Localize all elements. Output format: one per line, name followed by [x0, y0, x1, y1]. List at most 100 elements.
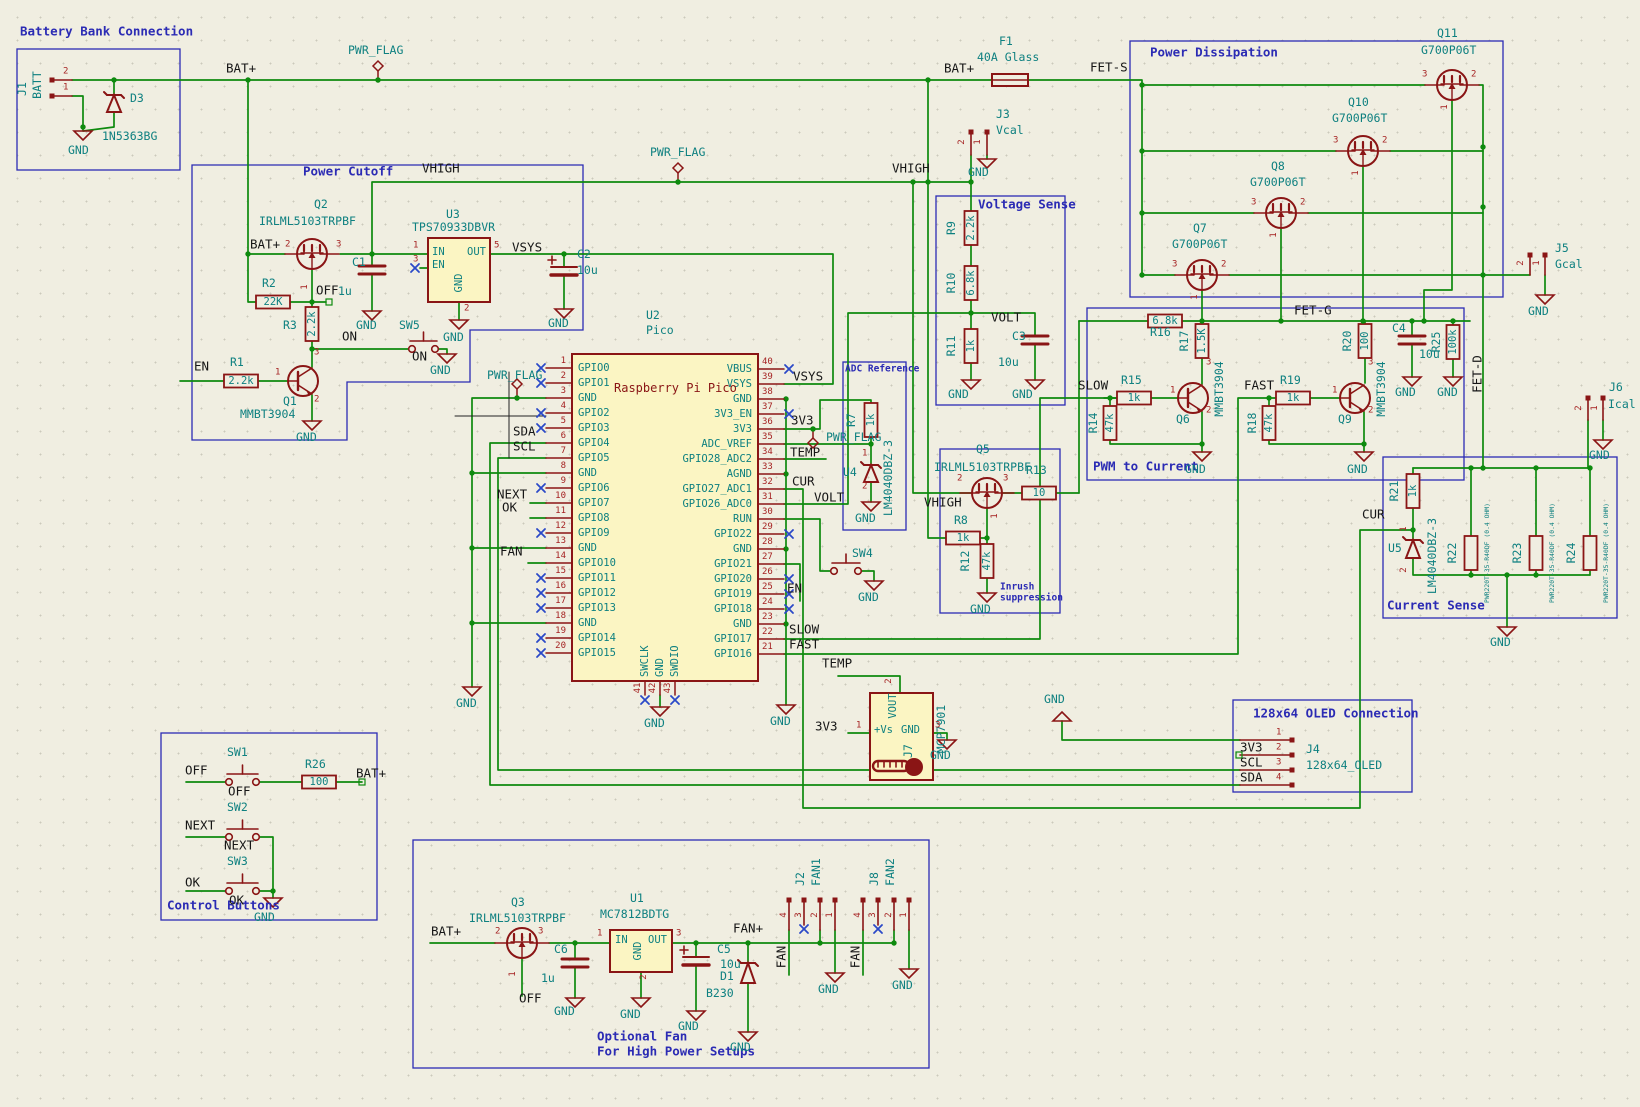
text-c4: C4 [1392, 321, 1406, 335]
text-gnd: GND [1012, 387, 1033, 401]
text-fan2: FAN2 [883, 858, 897, 886]
pico-text-gpio6: GPIO6 [578, 482, 610, 494]
text-gnd: GND [948, 387, 969, 401]
junction-dot [309, 346, 315, 352]
text-gnd: GND [644, 716, 665, 730]
gnd-symbol [824, 972, 846, 984]
text-2-2k: 2.2k [228, 375, 254, 387]
text-mcp7901: MCP7901 [934, 705, 948, 754]
net-label-next: NEXT [224, 838, 255, 853]
text-pwr-flag: PWR_FLAG [826, 430, 881, 444]
text-gnd: GND [1395, 385, 1416, 399]
resistor-R9 [963, 210, 979, 246]
text-q2: Q2 [314, 197, 328, 211]
pico-text-gpio4: GPIO4 [578, 437, 610, 449]
text-r7: R7 [844, 413, 858, 427]
text-gnd: GND [632, 942, 644, 961]
text-2: 2 [314, 395, 319, 405]
junction-dot [572, 940, 578, 946]
text-r21: R21 [1387, 481, 1401, 502]
pico-text-19: 19 [555, 626, 566, 636]
text-2: 2 [1574, 405, 1584, 410]
pico-pins: 1GPIO02GPIO13GND4GPIO25GPIO36GPIO47GPIO5… [536, 308, 794, 696]
text-1: 1 [300, 284, 310, 289]
text-j3: J3 [996, 107, 1010, 121]
text-10u: 10u [998, 355, 1019, 369]
net-label-off: OFF [316, 283, 339, 298]
no-connect-x [670, 695, 680, 705]
connector-pin [906, 897, 912, 931]
net-label-scl: SCL [1240, 755, 1263, 770]
junction-dot [1480, 465, 1486, 471]
text-pwr220t-35-r40df-0-4-ohm-: PWR220T-35-R40DF (0.4 OHM) [1602, 503, 1610, 603]
gnd-symbol [1534, 294, 1556, 306]
text-2: 2 [1221, 260, 1226, 270]
pico-text-8: 8 [561, 461, 566, 471]
net-label-on: ON [412, 349, 427, 364]
text-4: 4 [853, 912, 863, 917]
text-gnd: GND [456, 696, 477, 710]
pico-text-vsys: VSYS [727, 378, 752, 390]
pico-text-gpio21: GPIO21 [714, 558, 752, 570]
pico-text-38: 38 [762, 387, 773, 397]
junction-dot [868, 441, 874, 447]
text-gnd: GND [892, 978, 913, 992]
text-q3: Q3 [511, 895, 525, 909]
text-sw1: SW1 [227, 745, 248, 759]
gnd-symbol [1496, 626, 1518, 638]
junction-dot [1139, 82, 1145, 88]
text-r10: R10 [944, 273, 958, 294]
junction-dot [783, 546, 789, 552]
junction-dot [245, 77, 251, 83]
text-22k: 22K [264, 296, 284, 308]
inrush-box [939, 448, 1061, 614]
pico-text-41: 41 [633, 683, 643, 694]
push-switch-SW5 [407, 331, 440, 354]
resistor-R2 [255, 294, 291, 310]
text-1: 1 [1170, 386, 1175, 396]
pico-text-gpio11: GPIO11 [578, 572, 616, 584]
net-label-fet-g: FET-G [1294, 303, 1332, 318]
junction-dot [783, 396, 789, 402]
text-u1: U1 [630, 891, 644, 905]
text-2: 2 [1206, 406, 1211, 416]
gnd-symbol [1353, 451, 1375, 463]
gnd-symbol [1592, 439, 1614, 451]
zener-diode-D1 [737, 959, 759, 984]
net-label-ok: OK [185, 875, 201, 890]
junction-dot [783, 621, 789, 627]
text-r16: R16 [1150, 325, 1171, 339]
junction-dot [309, 299, 315, 305]
connector-pin [875, 897, 881, 926]
gnd-symbol [630, 997, 652, 1009]
text-1: 1 [1590, 405, 1600, 410]
gnd-symbol [976, 592, 998, 604]
text-gcal: Gcal [1555, 257, 1583, 271]
text-c1: C1 [352, 255, 366, 269]
junction-dot [1421, 318, 1427, 324]
net-label-fast: FAST [1244, 378, 1275, 393]
text-r24: R24 [1564, 543, 1578, 564]
text-1: 1 [862, 449, 867, 459]
pico-text-40: 40 [762, 357, 773, 367]
open-wire-end [325, 298, 333, 306]
text-c5: C5 [717, 942, 731, 956]
junction-dot [111, 77, 117, 83]
text-1: 1 [1532, 260, 1542, 265]
pico-text-9: 9 [561, 476, 566, 486]
text-j1: J1 [15, 82, 29, 96]
section-title-adc-reference: ADC Reference [845, 363, 920, 374]
section-title-128x64-oled-connection: 128x64 OLED Connection [1253, 706, 1419, 721]
pico-text-gpio19: GPIO19 [714, 588, 752, 600]
pico-text-gnd: GND [578, 542, 597, 554]
pico-text-adc-vref: ADC_VREF [701, 438, 752, 450]
junction-dot [369, 251, 375, 257]
text-b230: B230 [706, 986, 734, 1000]
text-q8: Q8 [1271, 159, 1285, 173]
pico-text-gpio3: GPIO3 [578, 422, 610, 434]
text-gnd: GND [770, 714, 791, 728]
text-gnd: GND [970, 602, 991, 616]
pico-text-42: 42 [648, 683, 658, 694]
text-10u: 10u [720, 957, 741, 971]
